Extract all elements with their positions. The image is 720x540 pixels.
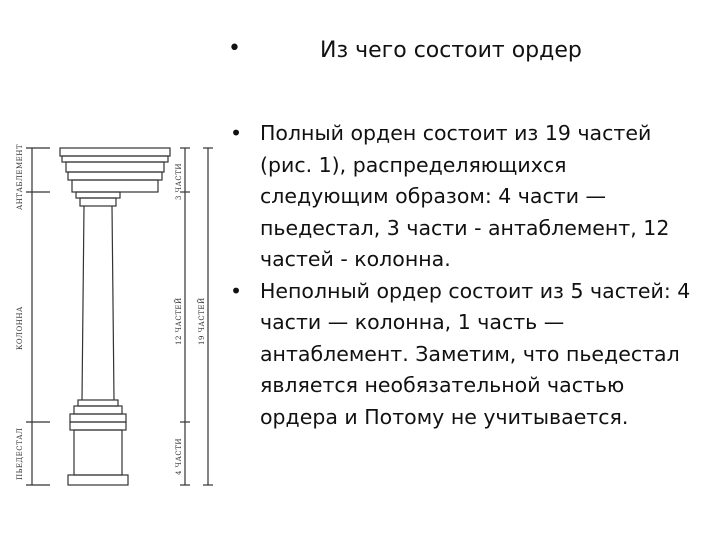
label-entablature: АНТАБЛЕМЕНТ (16, 144, 24, 210)
bullet-dot: • (230, 278, 243, 303)
label-four-parts: 4 ЧАСТИ (175, 438, 183, 475)
label-three-parts: 3 ЧАСТИ (175, 163, 183, 200)
label-nineteen-parts: 19 ЧАСТЕЙ (197, 297, 206, 345)
order-diagram-drawing: АНТАБЛЕМЕНТ КОЛОННА ПЬЕДЕСТАЛ 3 ЧАСТИ 12… (16, 144, 213, 486)
bullet-item: • Неполный ордер состоит из 5 частей: 4 … (228, 276, 698, 434)
label-column: КОЛОННА (16, 306, 24, 350)
order-diagram: АНТАБЛЕМЕНТ КОЛОННА ПЬЕДЕСТАЛ 3 ЧАСТИ 12… (10, 130, 225, 520)
bullet-text: Полный орден состоит из 19 частей (рис. … (260, 121, 670, 271)
slide-body: • Полный орден состоит из 19 частей (рис… (228, 118, 698, 433)
title-bullet: • (228, 36, 241, 61)
label-pedestal: ПЬЕДЕСТАЛ (16, 428, 24, 480)
bullet-text: Неполный ордер состоит из 5 частей: 4 ча… (260, 278, 691, 429)
slide-title: Из чего состоит ордер (320, 38, 582, 63)
bullet-item: • Полный орден состоит из 19 частей (рис… (228, 118, 698, 276)
label-twelve-parts: 12 ЧАСТЕЙ (174, 297, 183, 345)
bullet-dot: • (230, 121, 243, 145)
